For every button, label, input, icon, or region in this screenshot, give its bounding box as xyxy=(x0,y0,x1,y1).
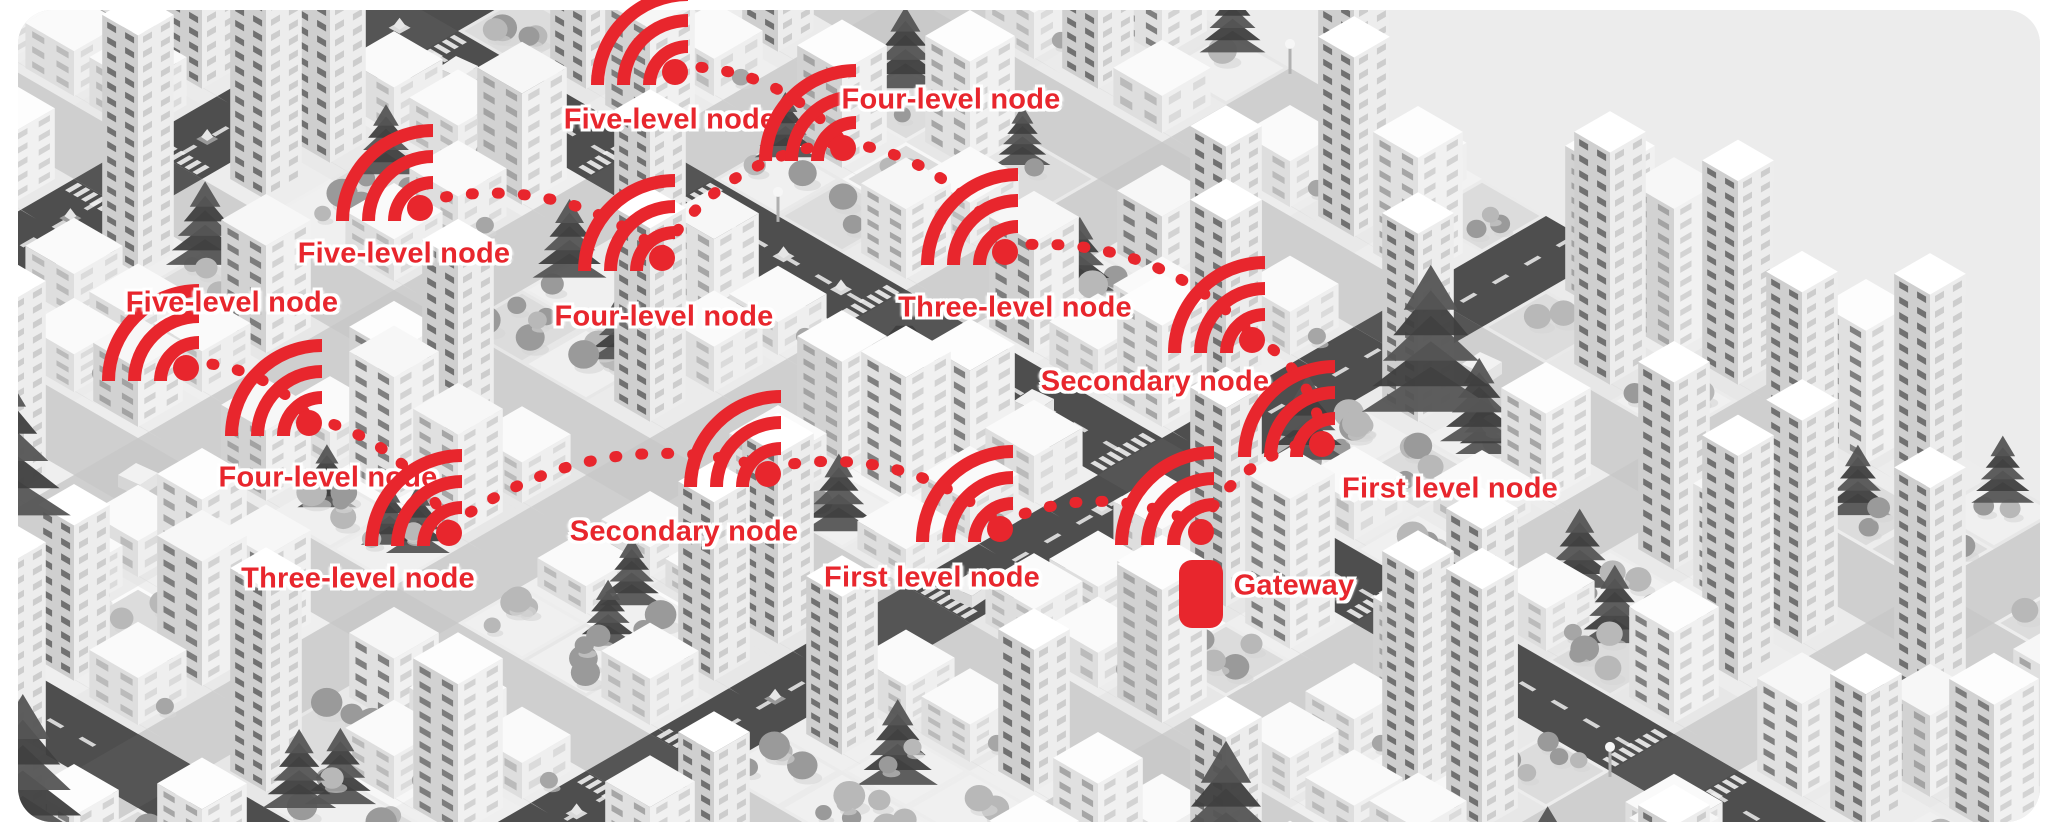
node-label-n7: Secondary node xyxy=(1041,366,1269,399)
node-dot xyxy=(992,239,1018,265)
node-dot xyxy=(436,520,462,546)
node-dot xyxy=(987,516,1013,542)
node-label-n11: Three-level node xyxy=(241,563,475,596)
node-label-n10: Secondary node xyxy=(570,516,798,549)
node-label-n1: Five-level node xyxy=(564,104,777,137)
node-dot xyxy=(173,355,199,381)
node-dot xyxy=(649,245,675,271)
node-label-n12: First level node xyxy=(824,562,1040,595)
node-label-n4: Four-level node xyxy=(555,301,774,334)
node-dot xyxy=(296,410,322,436)
node-label-n6: Five-level node xyxy=(126,287,339,320)
gateway-icon[interactable] xyxy=(1179,560,1223,628)
node-dot xyxy=(662,59,688,85)
node-dot xyxy=(830,135,856,161)
node-dot xyxy=(1239,327,1265,353)
node-dot xyxy=(1309,431,1335,457)
node-label-n13: Gateway xyxy=(1234,570,1355,603)
node-label-n5: Three-level node xyxy=(898,292,1132,325)
node-label-n8: Four-level node xyxy=(219,462,438,495)
node-dot xyxy=(407,195,433,221)
node-label-n3: Five-level node xyxy=(298,238,511,271)
node-dot xyxy=(1188,519,1214,545)
node-label-n9: First level node xyxy=(1342,473,1558,506)
node-label-n2: Four-level node xyxy=(842,84,1061,117)
node-dot xyxy=(755,461,781,487)
